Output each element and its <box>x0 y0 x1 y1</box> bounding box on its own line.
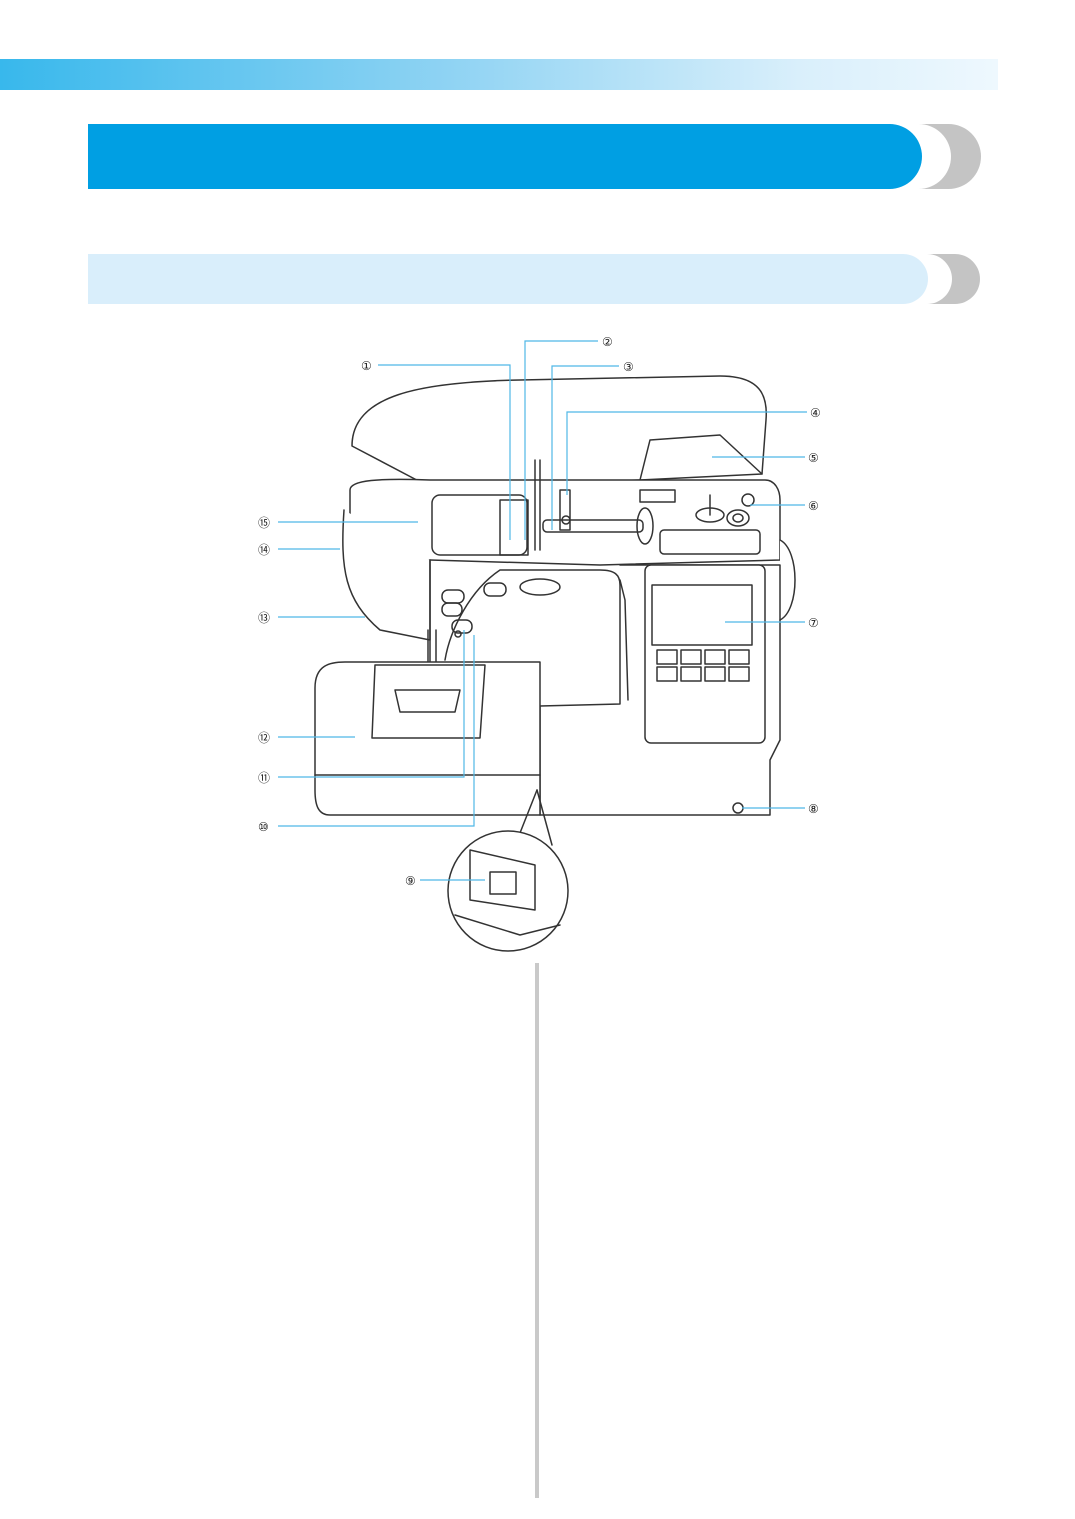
section-bar-fill <box>88 254 928 304</box>
title-bar-fill <box>88 124 922 189</box>
chapter-title-bar <box>88 124 981 189</box>
callout-1: ① <box>361 359 372 373</box>
callout-6: ⑥ <box>808 499 819 513</box>
callout-14: ⑭ <box>258 543 270 557</box>
callout-9: ⑨ <box>405 874 416 888</box>
callout-12: ⑫ <box>258 731 270 745</box>
column-divider <box>535 963 539 1498</box>
callout-7: ⑦ <box>808 616 819 630</box>
callout-3: ③ <box>623 360 634 374</box>
callout-15: ⑮ <box>258 516 270 530</box>
header-strip <box>0 59 998 90</box>
callout-4: ④ <box>810 406 821 420</box>
callout-11: ⑪ <box>258 771 270 785</box>
callout-13: ⑬ <box>258 611 270 625</box>
callout-5: ⑤ <box>808 451 819 465</box>
sewing-machine-icon <box>314 375 796 952</box>
callout-2: ② <box>602 335 613 349</box>
callout-8: ⑧ <box>808 802 819 816</box>
callout-10: ⑩ <box>258 820 269 834</box>
section-title-bar <box>88 254 980 304</box>
